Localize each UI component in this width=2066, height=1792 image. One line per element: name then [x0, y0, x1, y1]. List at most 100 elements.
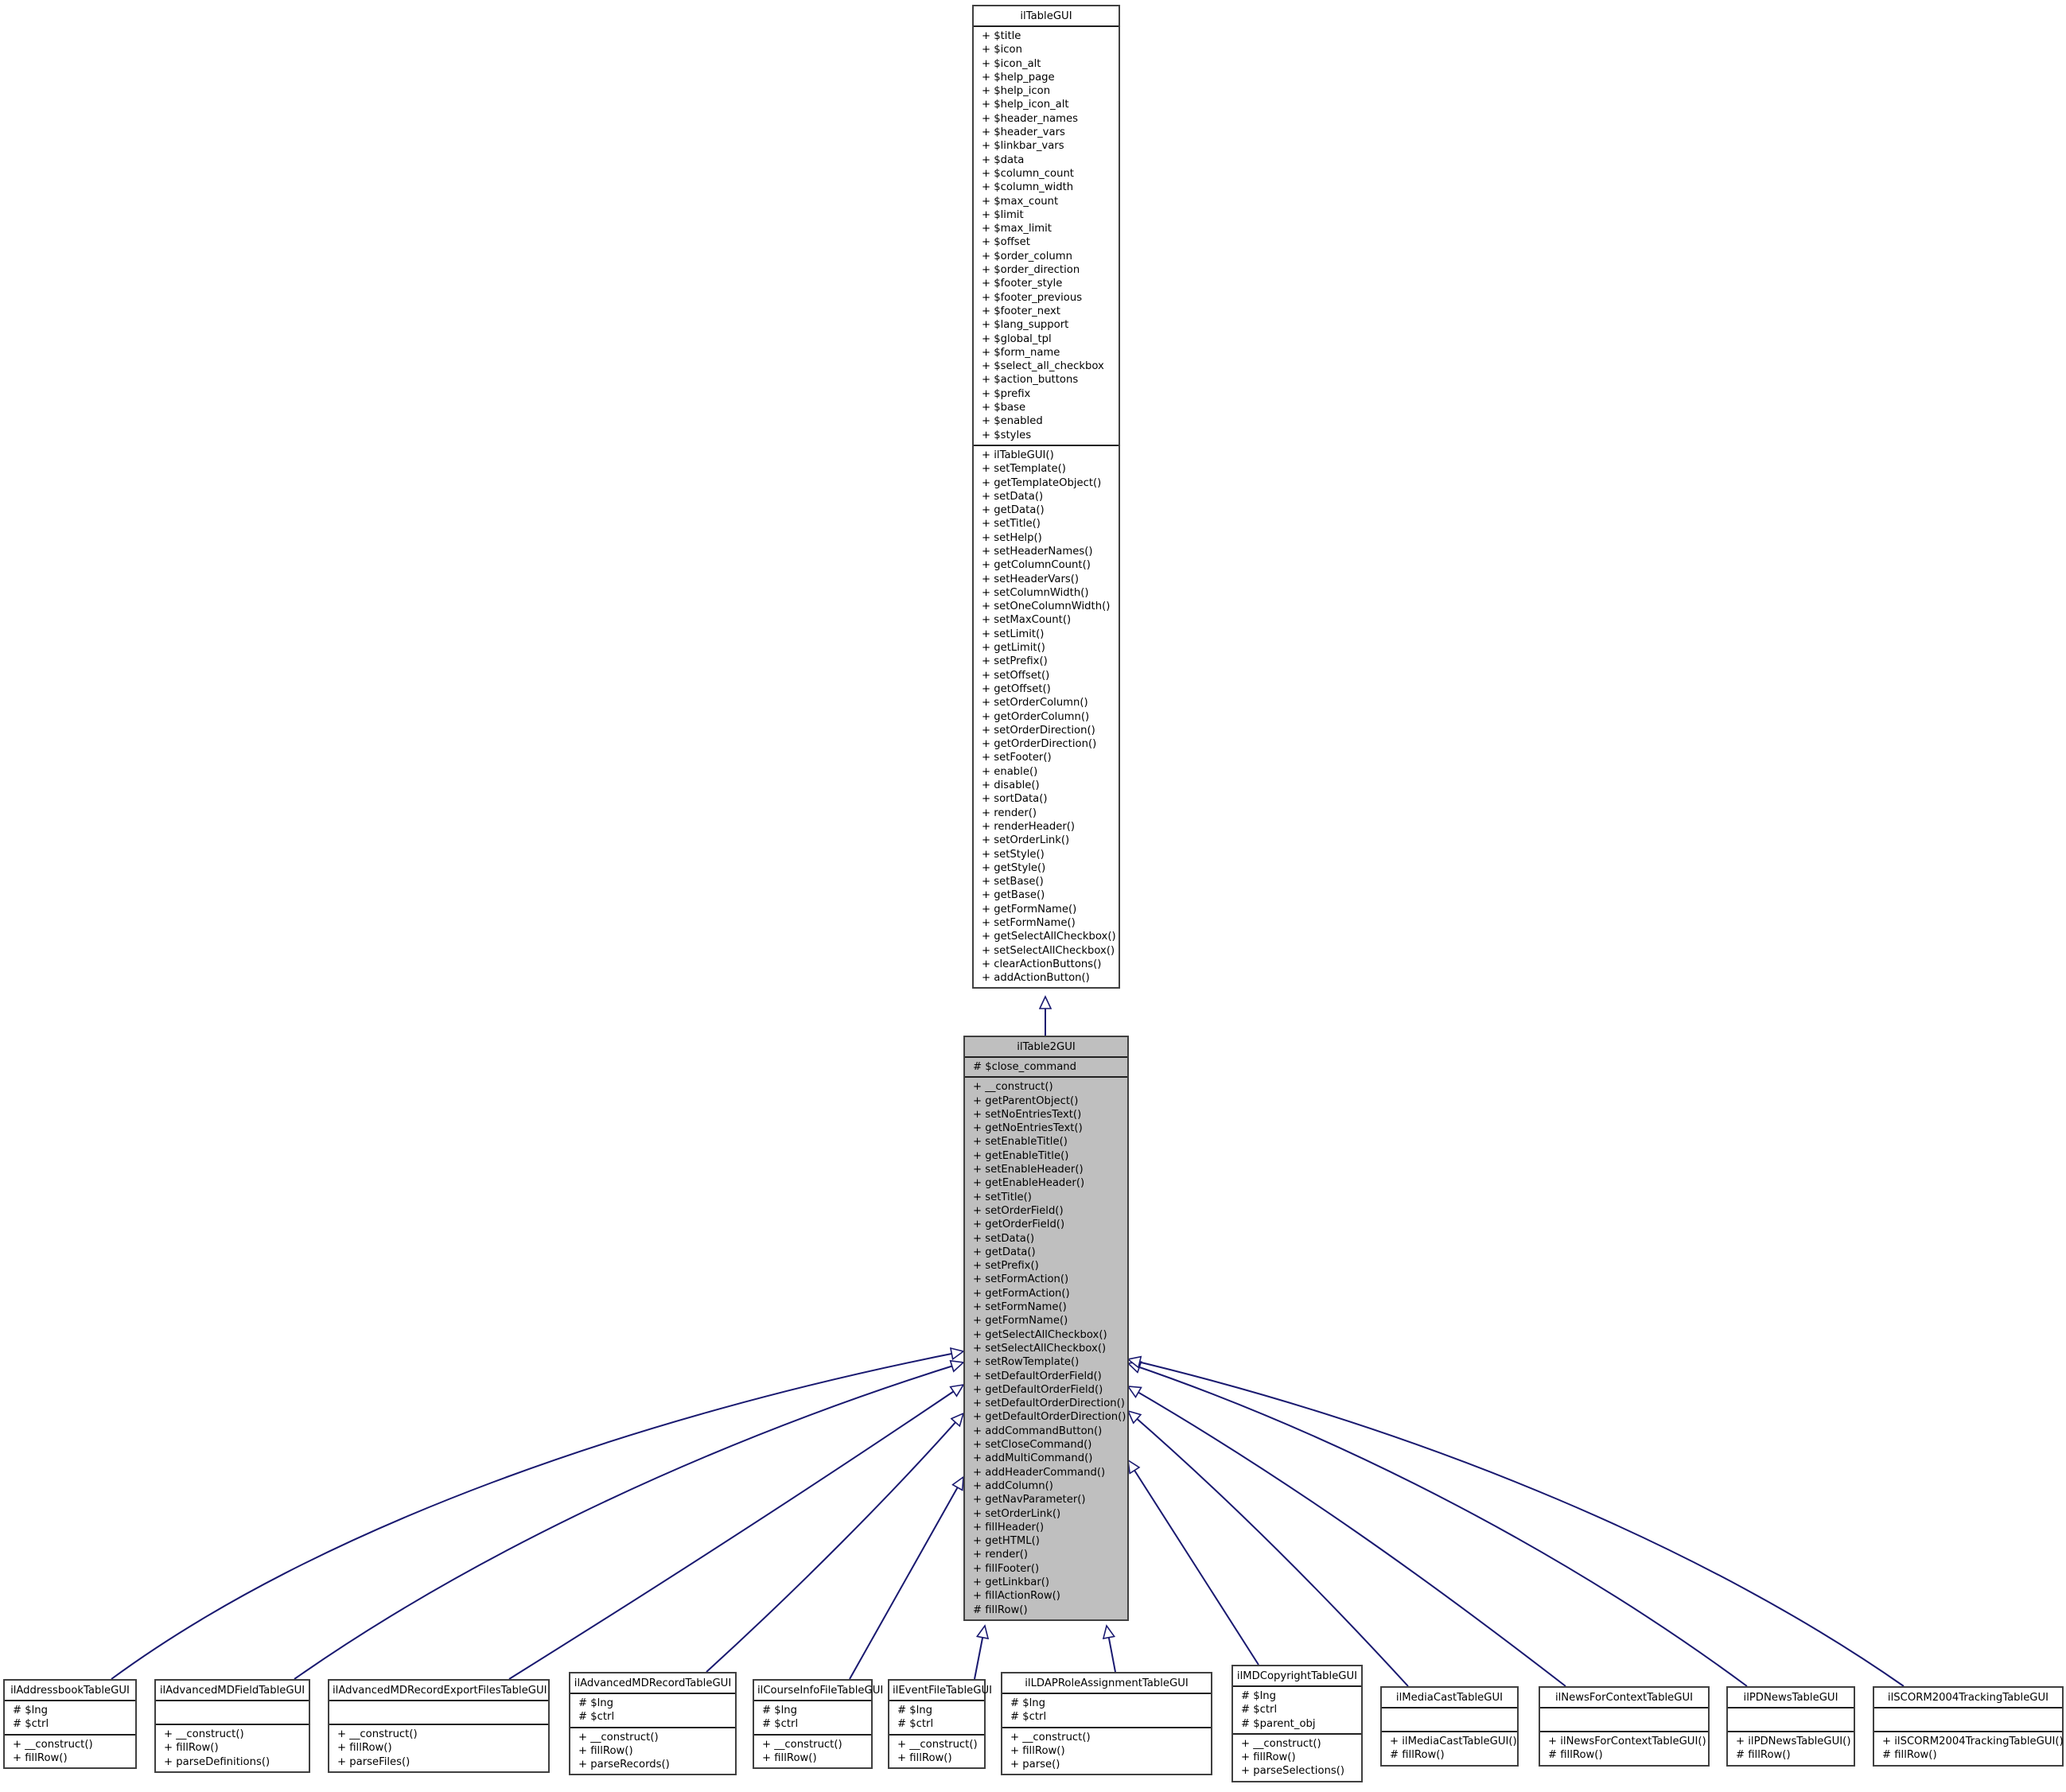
method-item: + getSelectAllCheckbox() — [982, 931, 1116, 943]
method-item: + setHeaderVars() — [982, 573, 1080, 585]
class-box-ileventfiletablegui[interactable]: ilEventFileTableGUI # $lng# $ctrl + __co… — [888, 1679, 992, 1770]
class-box-ilddaproleassignmenttablegui[interactable]: ilLDAPRoleAssignmentTableGUI # $lng# $ct… — [1001, 1672, 1212, 1776]
class-box-ilpdnewstablegui[interactable]: ilPDNewsTableGUI + ilPDNewsTableGUI()# f… — [1726, 1686, 1855, 1767]
attribute-item: # $ctrl — [762, 1718, 799, 1731]
method-item: + getData() — [982, 504, 1045, 517]
method-item: + __construct() — [762, 1738, 842, 1751]
method-item: + fillHeader() — [973, 1521, 1045, 1534]
attributes-section — [156, 1701, 309, 1725]
class-name: ilAdvancedMDRecordExportFilesTableGUI — [329, 1681, 548, 1701]
method-item: + addCommandButton() — [973, 1425, 1103, 1437]
method-item: + sortData() — [982, 793, 1048, 806]
method-item: + fillRow() — [13, 1751, 68, 1764]
methods-section: + ilNewsForContextTableGUI()# fillRow() — [1540, 1732, 1708, 1765]
method-item: + setData() — [973, 1232, 1035, 1245]
attribute-item: + $enabled — [982, 415, 1043, 428]
method-item: + getOrderField() — [973, 1219, 1065, 1231]
attribute-item: + $help_icon_alt — [982, 99, 1069, 111]
edge-advmdfield — [294, 1362, 963, 1680]
attribute-item: # $lng — [578, 1697, 614, 1709]
method-item: + getParentObject() — [973, 1094, 1079, 1107]
method-item: + setOrderField() — [973, 1204, 1064, 1217]
attribute-item: # $parent_obj — [1241, 1717, 1316, 1730]
method-item: + parseRecords() — [578, 1759, 670, 1771]
methods-section: + ilTableGUI()+ setTemplate()+ getTempla… — [974, 446, 1119, 988]
edge-scorm — [1128, 1359, 1905, 1687]
class-box-iltablegui[interactable]: ilTableGUI + $title+ $icon+ $icon_alt+ $… — [972, 5, 1120, 989]
attributes-section: # $lng# $ctrl# $parent_obj — [1233, 1687, 1361, 1735]
edge-newsforcontext — [1128, 1386, 1566, 1687]
class-box-ilcourseinfofiletablegui[interactable]: ilCourseInfoFileTableGUI # $lng# $ctrl +… — [753, 1679, 883, 1770]
method-item: + getFormName() — [973, 1315, 1068, 1327]
method-item: + clearActionButtons() — [982, 958, 1102, 970]
class-name: ilSCORM2004TrackingTableGUI — [1874, 1688, 2062, 1708]
attribute-item: + $column_count — [982, 167, 1074, 180]
method-item: + setOrderColumn() — [982, 697, 1088, 709]
method-item: + getFormAction() — [973, 1287, 1070, 1300]
class-box-ilmediacasttablegui[interactable]: ilMediaCastTableGUI + ilMediaCastTableGU… — [1380, 1686, 1519, 1767]
method-item: + setMaxCount() — [982, 614, 1072, 627]
methods-section: + ilPDNewsTableGUI()# fillRow() — [1728, 1732, 1854, 1765]
attribute-item: + $order_column — [982, 250, 1072, 262]
class-box-ilnewsforcontexttablegui[interactable]: ilNewsForContextTableGUI + ilNewsForCont… — [1539, 1686, 1710, 1767]
attributes-section — [1728, 1708, 1854, 1732]
method-item: + setOrderDirection() — [982, 724, 1095, 737]
attributes-section: # $lng# $ctrl — [889, 1701, 984, 1736]
method-item: + setFormName() — [973, 1301, 1067, 1314]
edge-addressbook — [111, 1351, 963, 1680]
attribute-item: # $lng — [1010, 1697, 1046, 1709]
method-item: + setLimit() — [982, 628, 1045, 640]
method-item: + fillRow() — [1010, 1744, 1065, 1757]
class-name: ilMDCopyrightTableGUI — [1233, 1666, 1361, 1687]
method-item: + __construct() — [1010, 1731, 1091, 1743]
method-item: + setDefaultOrderDirection() — [973, 1397, 1125, 1410]
attribute-item: + $data — [982, 154, 1025, 166]
method-item: + setSelectAllCheckbox() — [973, 1342, 1107, 1355]
methods-section: + ilMediaCastTableGUI()# fillRow() — [1382, 1732, 1517, 1765]
method-item: + fillRow() — [897, 1751, 952, 1764]
method-item: + ilSCORM2004TrackingTableGUI() — [1882, 1736, 2064, 1747]
method-item: + setFormAction() — [973, 1273, 1069, 1286]
method-item: + getLimit() — [982, 642, 1045, 655]
method-item: + setFooter() — [982, 752, 1052, 764]
class-name: ilCourseInfoFileTableGUI — [754, 1681, 883, 1701]
class-box-iladdressbooktablegui[interactable]: ilAddressbookTableGUI # $lng# $ctrl + __… — [3, 1679, 137, 1770]
method-item: + setStyle() — [982, 848, 1045, 861]
method-item: + fillRow() — [337, 1742, 392, 1755]
attribute-item: # $ctrl — [1241, 1704, 1278, 1716]
method-item: + addColumn() — [973, 1479, 1053, 1492]
class-box-iladvancedmdfieldtablegui[interactable]: ilAdvancedMDFieldTableGUI + __construct(… — [154, 1679, 310, 1773]
method-item: + __construct() — [578, 1731, 659, 1743]
method-item: + setOrderLink() — [982, 834, 1070, 847]
attribute-item: + $icon — [982, 44, 1022, 56]
attribute-item: + $max_count — [982, 195, 1059, 208]
method-item: + getLinkbar() — [973, 1576, 1050, 1588]
methods-section: + __construct()+ fillRow()+ parseFiles() — [329, 1725, 548, 1771]
method-item: + getOffset() — [982, 682, 1051, 695]
method-item: + getEnableTitle() — [973, 1149, 1069, 1162]
method-item: + getColumnCount() — [982, 559, 1091, 572]
class-box-ilscorm2004trackingtablegui[interactable]: ilSCORM2004TrackingTableGUI + ilSCORM200… — [1873, 1686, 2064, 1767]
attribute-item: + $order_direction — [982, 264, 1080, 277]
method-item: # fillRow() — [1736, 1749, 1791, 1762]
attribute-item: + $styles — [982, 429, 1032, 441]
method-item: + getFormName() — [982, 903, 1077, 915]
attribute-item: + $footer_previous — [982, 291, 1083, 304]
methods-section: + __construct()+ fillRow()+ parseRecords… — [570, 1728, 735, 1775]
method-item: + getSelectAllCheckbox() — [973, 1328, 1107, 1341]
class-box-iladvancedmdrecordexportfilestablegui[interactable]: ilAdvancedMDRecordExportFilesTableGUI + … — [328, 1679, 550, 1773]
class-box-iladvancedmdrecordtablegui[interactable]: ilAdvancedMDRecordTableGUI # $lng# $ctrl… — [569, 1672, 737, 1776]
method-item: # fillRow() — [1390, 1749, 1445, 1762]
edge-mdcopyright — [1128, 1460, 1259, 1666]
methods-section: + __construct()+ fillRow() — [754, 1736, 871, 1768]
class-name: ilAddressbookTableGUI — [5, 1681, 135, 1701]
class-box-iltable2gui[interactable]: ilTable2GUI # $close_command + __constru… — [963, 1036, 1129, 1621]
method-item: + parseFiles() — [337, 1755, 410, 1768]
method-item: + setCloseCommand() — [973, 1439, 1092, 1452]
class-box-ilmdcopyrighttablegui[interactable]: ilMDCopyrightTableGUI # $lng# $ctrl# $pa… — [1231, 1665, 1363, 1782]
edge-mediacast — [1128, 1411, 1409, 1687]
method-item: + setDefaultOrderField() — [973, 1370, 1102, 1382]
method-item: + getOrderColumn() — [982, 710, 1090, 723]
method-item: + setTitle() — [982, 518, 1041, 531]
method-item: + setPrefix() — [982, 655, 1048, 668]
